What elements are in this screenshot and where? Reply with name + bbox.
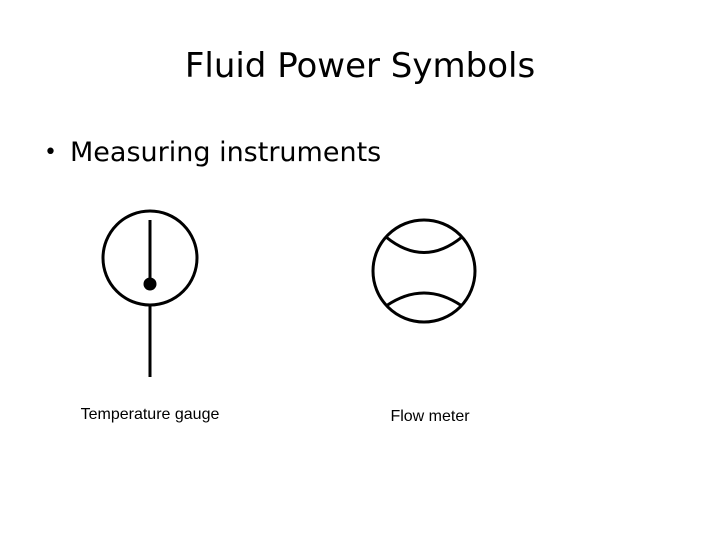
temperature-gauge-icon [101,209,199,377]
bullet-text: Measuring instruments [70,136,382,168]
flow-meter-circle [371,218,477,324]
flow-meter-upper-arc [385,235,463,254]
flow-meter-lower-arc [385,291,463,308]
temperature-gauge-label: Temperature gauge [80,406,220,423]
gauge-pivot [143,277,157,291]
bullet-dot-icon: • [44,139,57,165]
slide-title: Fluid Power Symbols [184,46,536,86]
bullet-item: • Measuring instruments [44,132,381,172]
flow-meter-label: Flow meter [390,408,470,425]
flow-meter-icon [371,218,477,324]
